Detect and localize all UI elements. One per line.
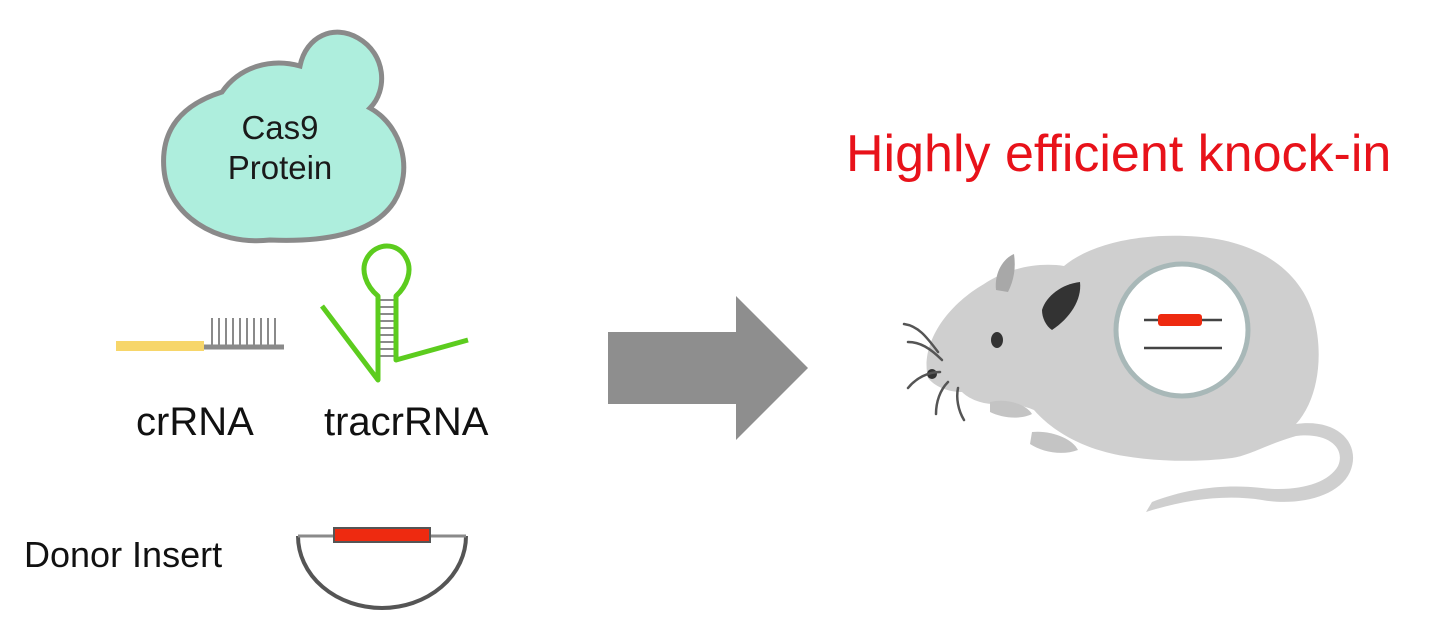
crrna-label: crRNA <box>136 400 254 444</box>
cas9-protein-blob-icon <box>161 29 407 244</box>
crrna-bases <box>211 318 276 346</box>
donor-insert-label: Donor Insert <box>24 534 223 575</box>
mouse-whiskers <box>902 322 966 422</box>
process-arrow-icon <box>608 296 808 440</box>
tracrrna-bases <box>379 299 395 357</box>
cas9-label-line1: Cas9 <box>241 109 319 146</box>
mouse-ear <box>995 254 1015 292</box>
mouse-icon <box>902 235 1354 512</box>
knock-in-red-segment <box>1158 314 1202 326</box>
cas9-label-line2: Protein <box>227 149 333 186</box>
crrna-icon <box>116 318 284 351</box>
donor-insert-icon <box>296 527 468 610</box>
cas9-protein-label: Cas9 Protein <box>200 108 360 188</box>
knock-in-headline: Highly efficient knock-in <box>846 125 1392 183</box>
tracrrna-hairpin-icon <box>320 243 469 383</box>
mouse-inner-ear <box>1042 282 1081 330</box>
insert-red-segment <box>333 527 431 543</box>
crrna-yellow-segment <box>116 341 204 351</box>
mouse-eye <box>991 332 1003 348</box>
tracrrna-label: tracrRNA <box>324 400 489 444</box>
knock-in-magnifier-icon <box>1113 261 1251 399</box>
